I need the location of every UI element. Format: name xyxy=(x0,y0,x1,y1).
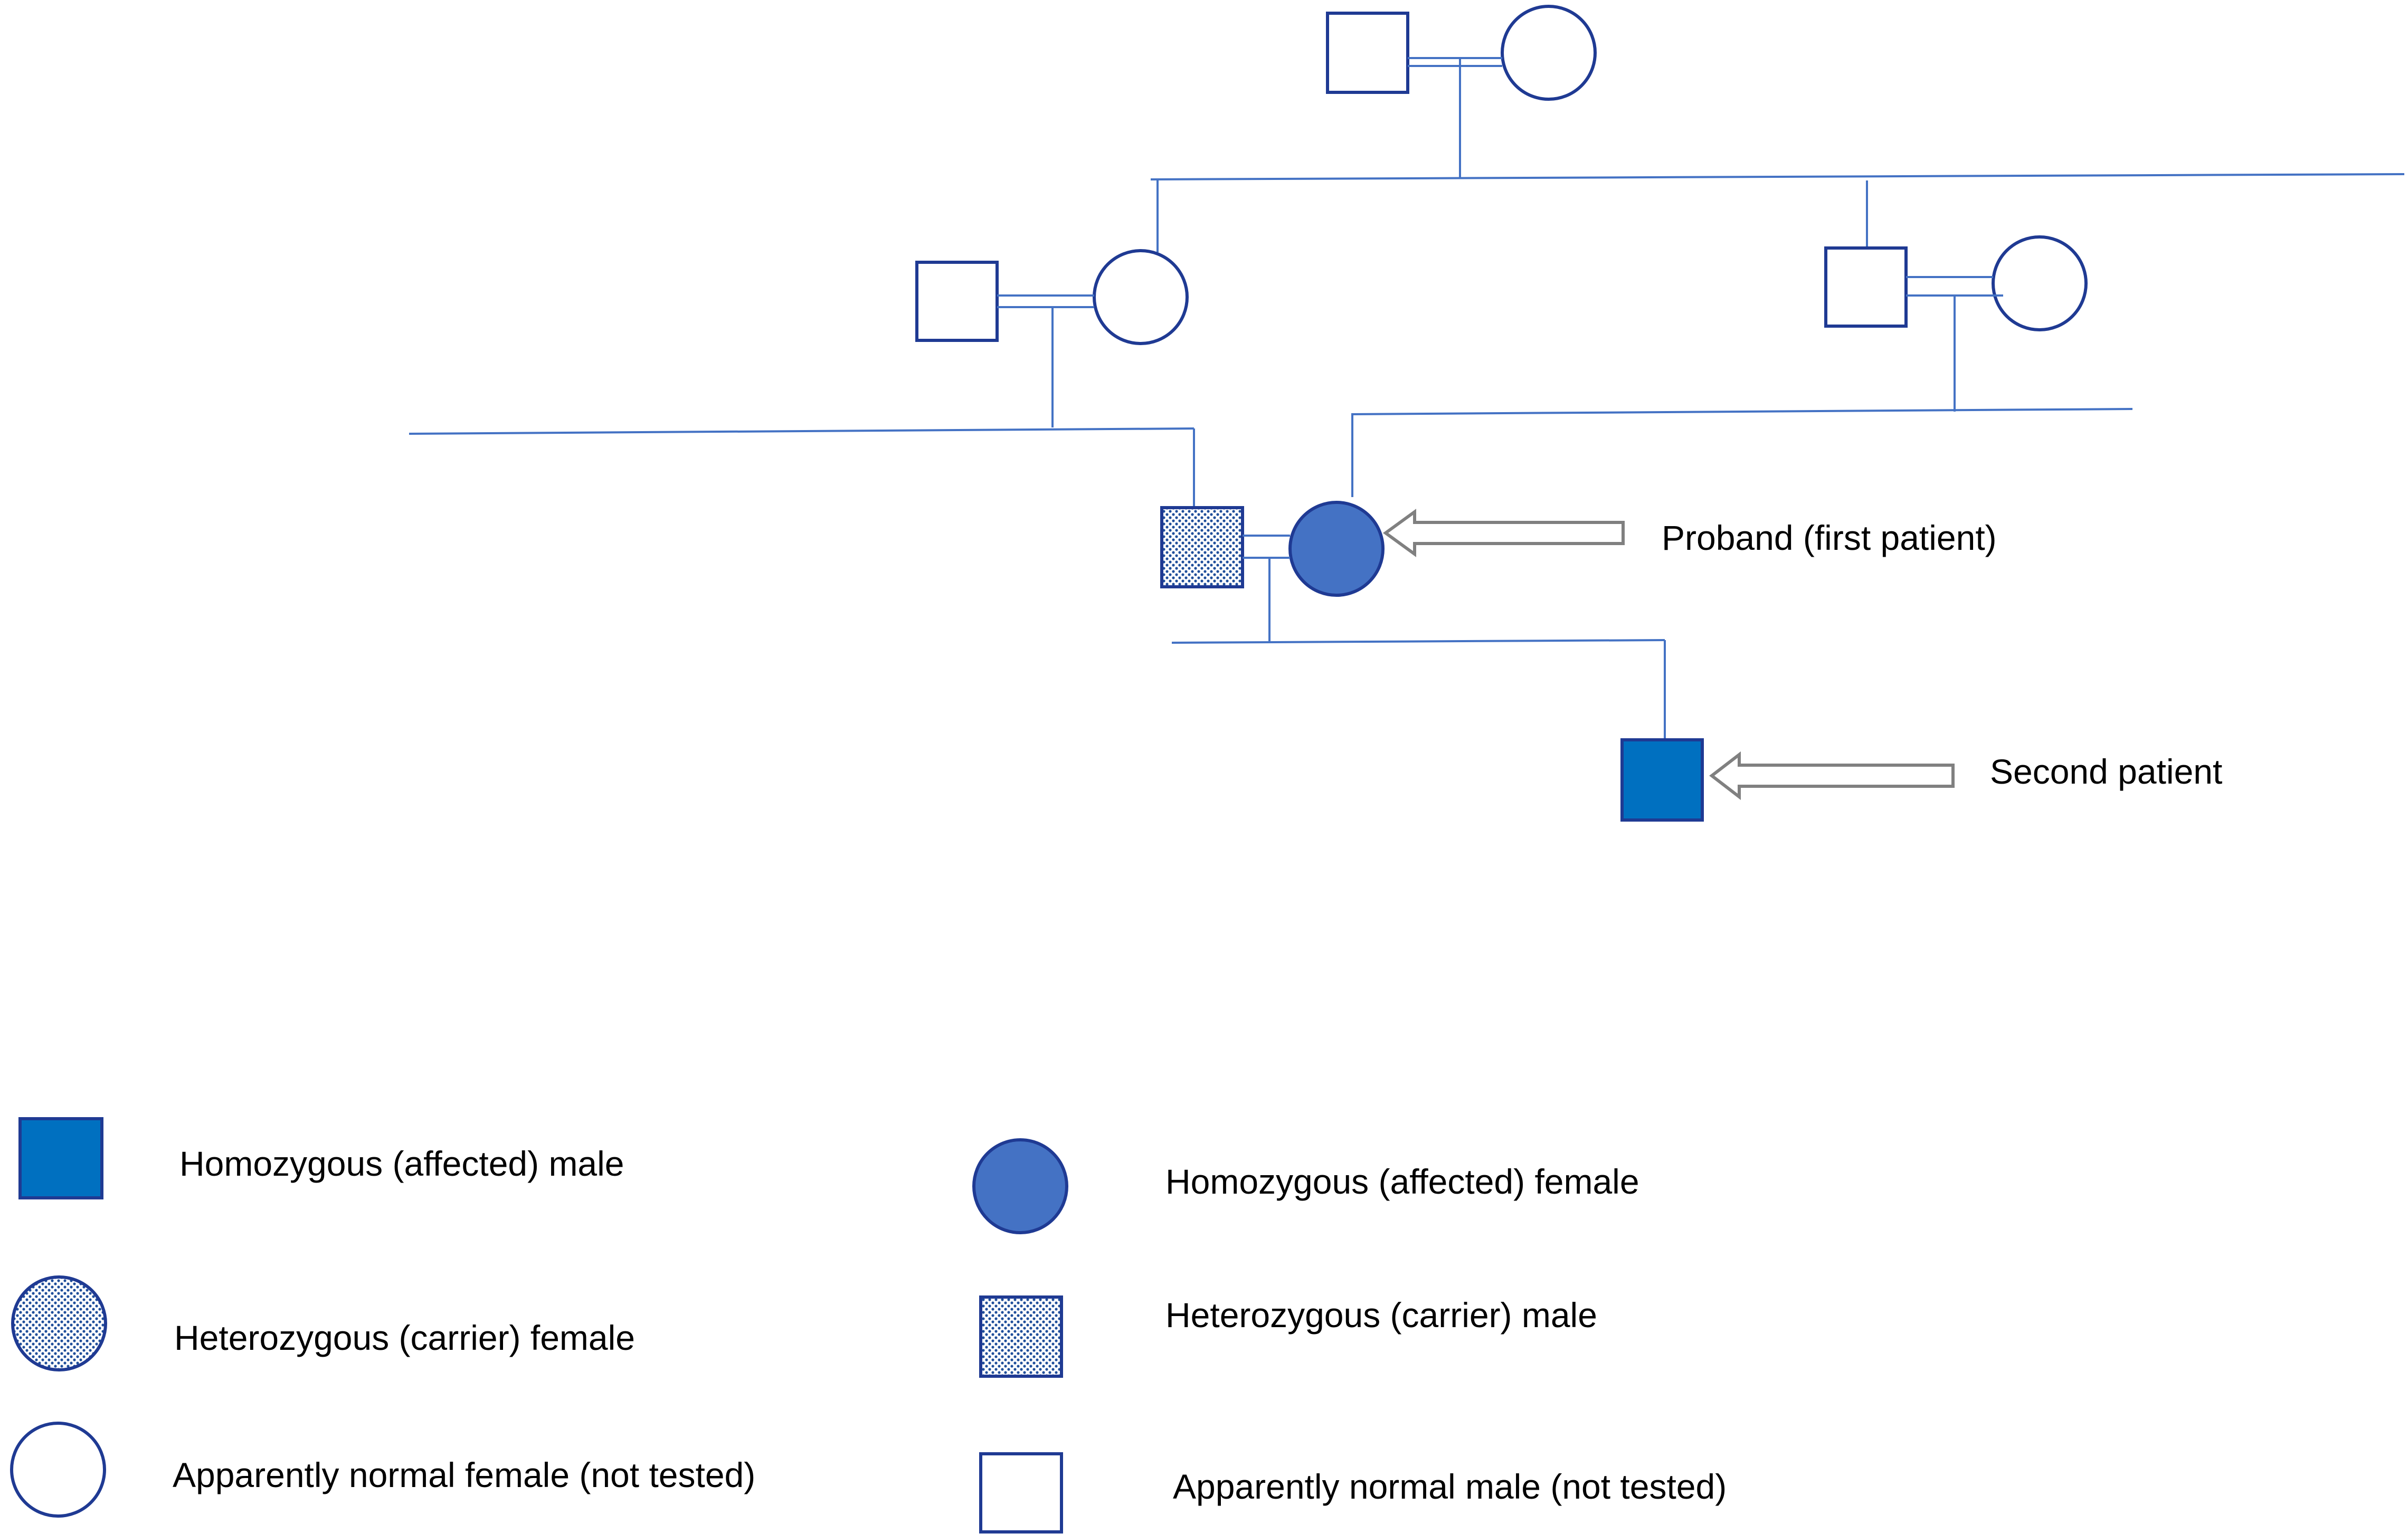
grandmother-normal-female xyxy=(1501,5,1597,101)
left-wife-normal-female xyxy=(1093,249,1189,345)
legend-normal-female-label: Apparently normal female (not tested) xyxy=(173,1455,755,1494)
legend-normal-male-label: Apparently normal male (not tested) xyxy=(1173,1467,1727,1506)
legend-homozygous-female-symbol xyxy=(972,1138,1068,1234)
left-husband-normal-male xyxy=(915,261,999,342)
right-husband-normal-male xyxy=(1824,246,1908,328)
sibship-line-gen2 xyxy=(1150,173,2405,180)
legend-heterozygous-female-label: Heterozygous (carrier) female xyxy=(174,1318,635,1357)
second-patient-arrow xyxy=(1709,751,1955,801)
carrier-male-heterozygous xyxy=(1160,506,1244,588)
legend: Homozygous (affected) male Homozygous (a… xyxy=(10,1117,1727,1533)
second-patient-label: Second patient xyxy=(1990,752,2222,791)
sibship-line-gen4 xyxy=(1171,639,1665,644)
proband-pointer: Proband (first patient) xyxy=(1382,509,1997,557)
grandfather-normal-male xyxy=(1326,12,1409,94)
legend-homozygous-male-symbol xyxy=(18,1117,103,1199)
generation-3 xyxy=(1160,414,1704,822)
legend-normal-male-symbol xyxy=(979,1452,1063,1533)
legend-heterozygous-male-symbol xyxy=(979,1295,1063,1378)
right-wife-normal-female xyxy=(1992,235,2088,331)
second-patient-pointer: Second patient xyxy=(1709,751,2222,801)
generation-2-left-couple xyxy=(409,178,1194,435)
sibship-line-left-children xyxy=(409,427,1194,435)
legend-heterozygous-female-symbol xyxy=(11,1275,107,1371)
generation-2-right-couple xyxy=(1351,180,2133,415)
legend-homozygous-male-label: Homozygous (affected) male xyxy=(179,1144,624,1183)
proband-affected-female xyxy=(1288,501,1385,597)
legend-homozygous-female-label: Homozygous (affected) female xyxy=(1165,1162,1639,1201)
legend-heterozygous-male-label: Heterozygous (carrier) male xyxy=(1165,1295,1597,1335)
sibship-line-right-children xyxy=(1351,408,2133,415)
generation-1 xyxy=(1150,5,2405,180)
legend-normal-female-symbol xyxy=(10,1422,106,1518)
proband-arrow xyxy=(1382,509,1625,557)
second-patient-affected-male xyxy=(1620,738,1704,822)
proband-label: Proband (first patient) xyxy=(1662,518,1997,557)
